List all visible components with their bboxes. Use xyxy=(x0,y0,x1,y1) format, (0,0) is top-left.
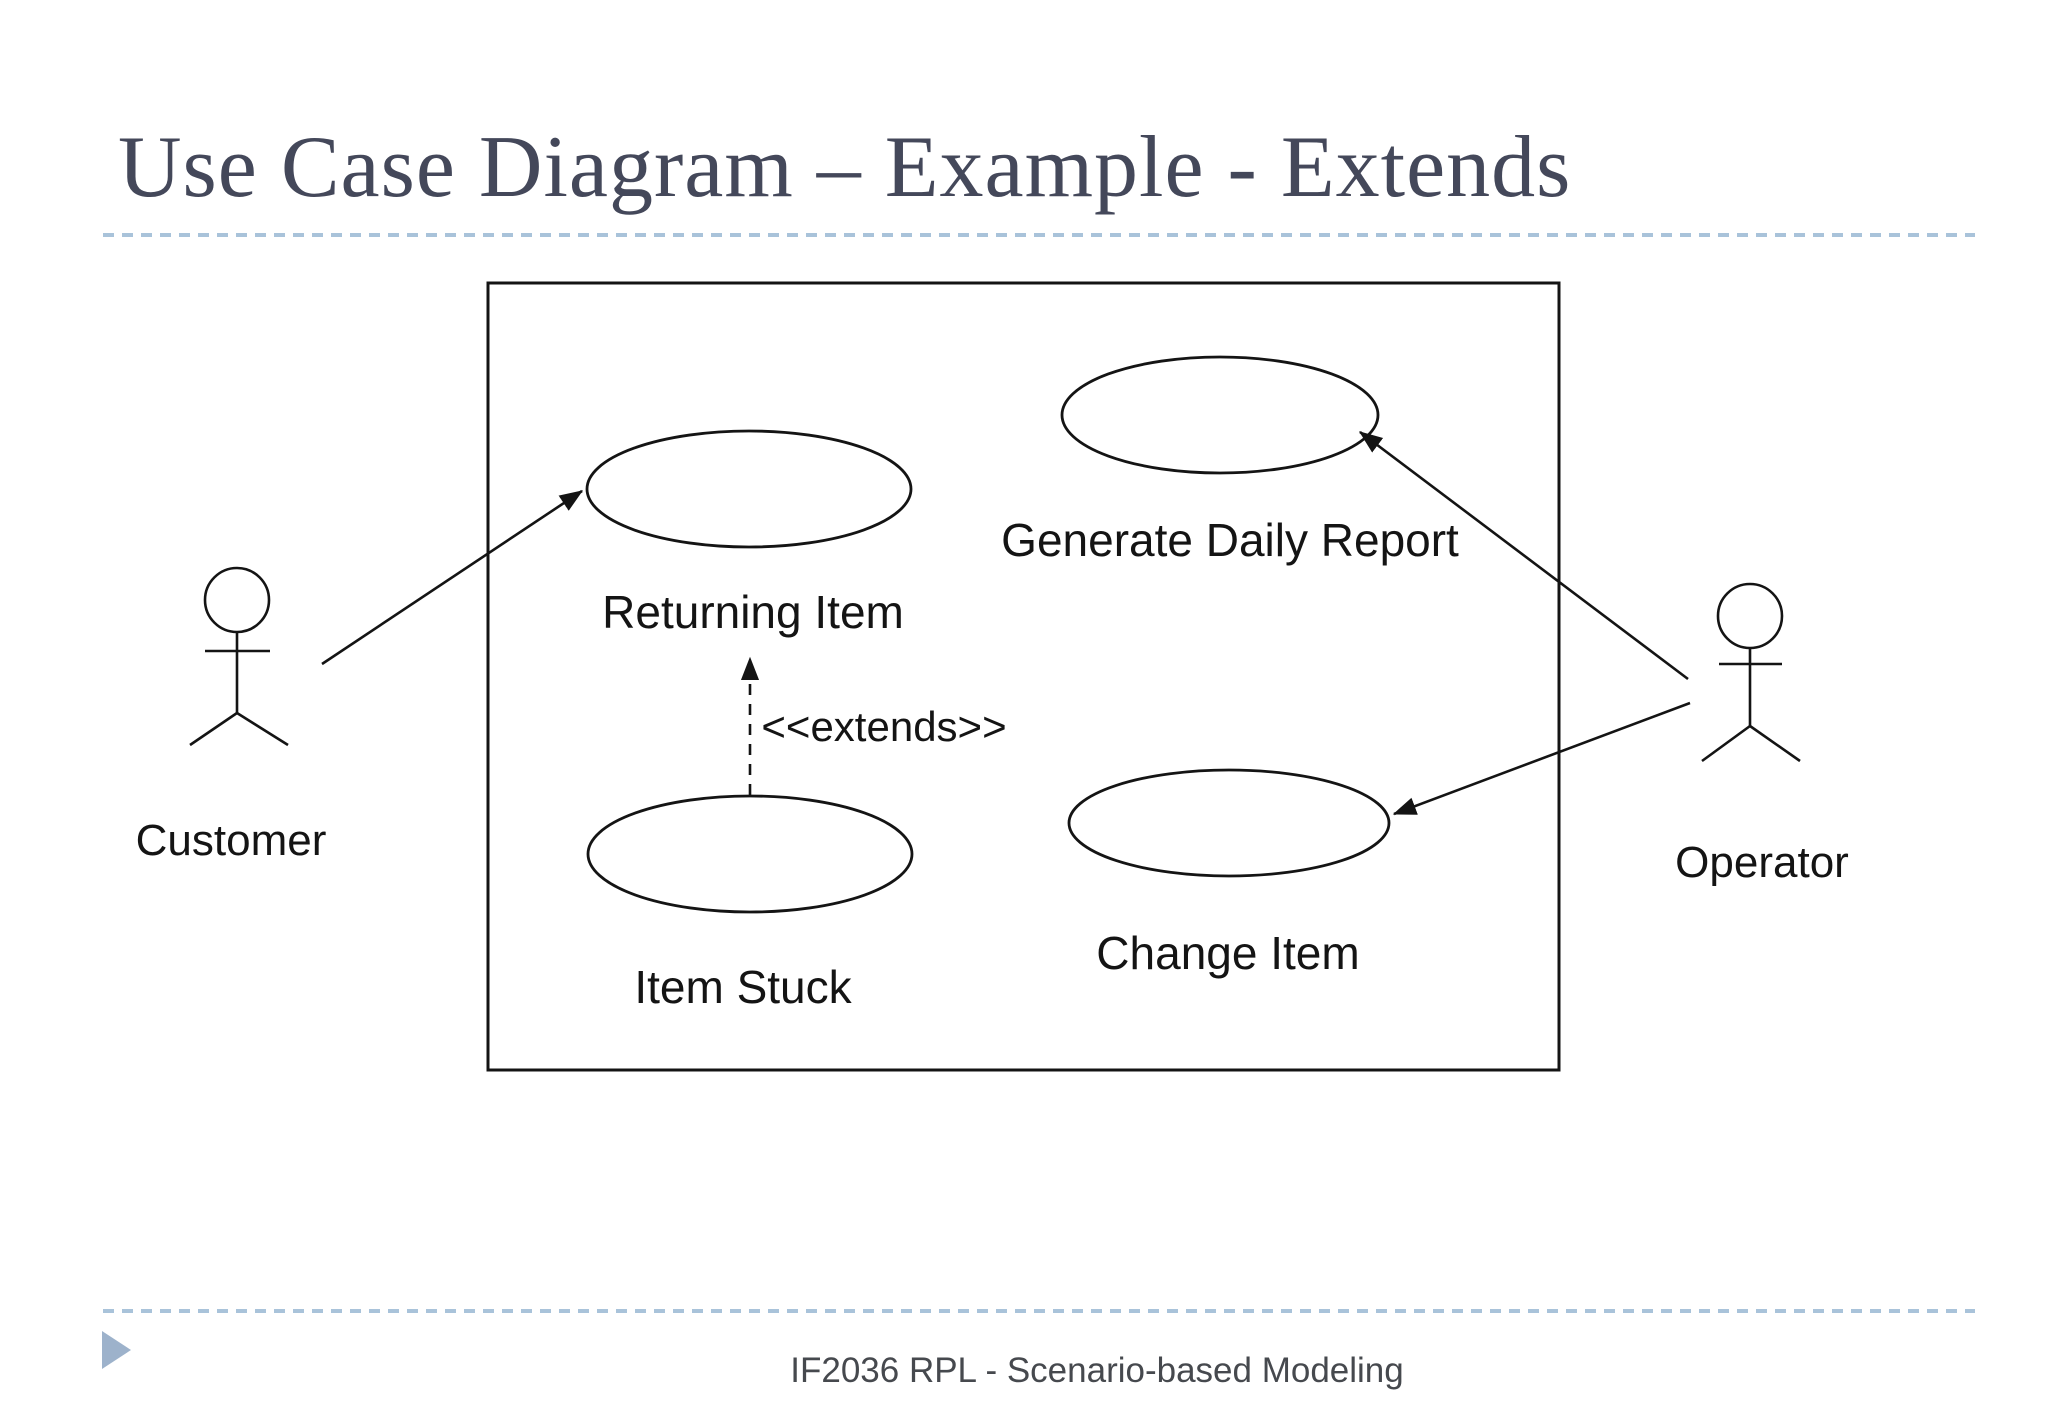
ellipse-generate-daily-report xyxy=(1060,355,1380,475)
customer-leg-left xyxy=(189,711,238,747)
actor-label-customer: Customer xyxy=(135,816,327,865)
ellipse-returning-item xyxy=(585,429,913,549)
use-case-label-generate-daily-report: Generate Daily Report xyxy=(1001,514,1459,566)
use-case-label-item-stuck: Item Stuck xyxy=(634,961,852,1013)
ellipse-change-item xyxy=(1067,768,1391,878)
operator-leg-left xyxy=(1701,724,1751,763)
operator-actor-icon xyxy=(1701,582,1801,763)
operator-leg-right xyxy=(1749,724,1801,763)
association-customer-returning-item xyxy=(321,489,584,666)
customer-actor-icon xyxy=(189,566,289,747)
operator-head xyxy=(1716,582,1784,650)
association-operator-generate-daily-report xyxy=(1358,430,1689,681)
footer-divider xyxy=(103,1309,1975,1313)
use-case-label-returning-item: Returning Item xyxy=(602,586,904,638)
footer-text: IF2036 RPL - Scenario-based Modeling xyxy=(790,1351,1404,1390)
triangle-bullet-icon xyxy=(102,1331,131,1369)
system-boundary-box xyxy=(486,281,1561,1072)
ellipse-item-stuck xyxy=(586,794,914,914)
page-title: Use Case Diagram – Example - Extends xyxy=(118,119,1572,216)
use-case-label-change-item: Change Item xyxy=(1096,927,1360,979)
extends-stereotype-label: <<extends>> xyxy=(761,703,1007,750)
actor-label-operator: Operator xyxy=(1675,838,1849,887)
title-divider xyxy=(103,233,1975,237)
customer-leg-right xyxy=(236,711,289,747)
customer-head xyxy=(203,566,271,634)
association-operator-change-item xyxy=(1392,701,1691,816)
